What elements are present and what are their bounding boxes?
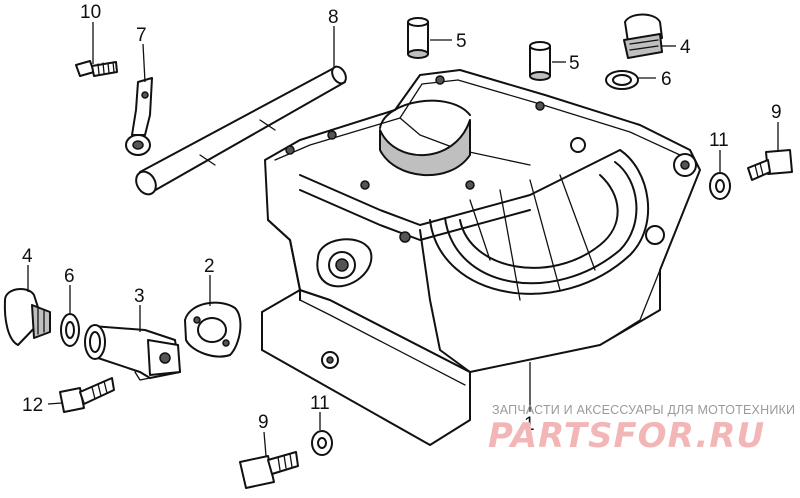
callout-5b: 5 — [569, 53, 580, 74]
watermark-caption: ЗАПЧАСТИ И АКСЕССУАРЫ ДЛЯ МОТОТЕХНИКИ — [492, 403, 795, 417]
callout-6b: 6 — [64, 266, 75, 287]
callout-10: 10 — [80, 2, 101, 23]
callout-numbers: 10 7 8 5 5 4 6 9 11 4 6 3 2 1 12 9 11 — [22, 2, 782, 435]
callout-3: 3 — [134, 286, 145, 307]
plug-4-left — [3, 288, 51, 346]
watermark-logo: PARTSFOR.RU — [488, 416, 765, 456]
callout-11a: 11 — [709, 130, 729, 151]
crankcase — [261, 69, 701, 446]
callout-8: 8 — [328, 7, 339, 28]
dowel-pin-b — [529, 41, 551, 81]
callout-2: 2 — [204, 256, 215, 277]
washer-6-left — [60, 313, 80, 347]
dowel-pin-a — [407, 17, 429, 59]
plug-4-top — [623, 13, 663, 59]
leader-lines — [27, 22, 779, 457]
arm — [125, 77, 153, 156]
watermark: ЗАПЧАСТИ И АКСЕССУАРЫ ДЛЯ МОТОТЕХНИКИ PA… — [488, 403, 795, 456]
bolt-9-bottom — [239, 451, 299, 489]
bolt-10 — [75, 60, 118, 77]
callout-9a: 9 — [771, 102, 782, 123]
elbow-pipe — [84, 324, 181, 381]
shaft — [135, 65, 347, 196]
washer-11-right — [709, 172, 731, 200]
bolt-9-right — [747, 149, 793, 181]
callout-9b: 9 — [258, 412, 269, 433]
callout-6a: 6 — [661, 69, 672, 90]
callout-5a: 5 — [456, 31, 467, 52]
washer-11-bottom — [311, 430, 333, 456]
callout-4a: 4 — [680, 37, 691, 58]
washer-6-top — [605, 70, 639, 90]
callout-4b: 4 — [22, 246, 33, 267]
bolt-12 — [59, 377, 115, 413]
callout-12: 12 — [22, 395, 43, 416]
callout-1: 1 — [524, 414, 535, 435]
callout-7: 7 — [136, 25, 147, 46]
gasket — [184, 301, 242, 358]
callout-11b: 11 — [310, 393, 330, 414]
